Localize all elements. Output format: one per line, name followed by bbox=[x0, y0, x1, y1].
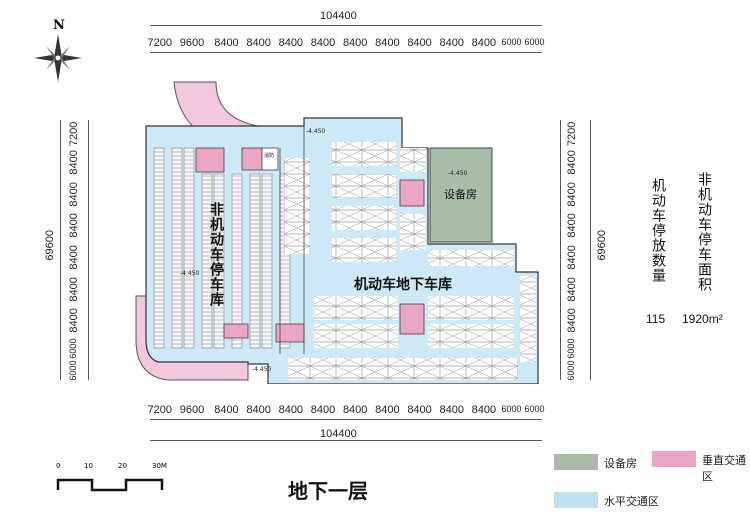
left-total-dimension: 69600 bbox=[44, 230, 56, 261]
dimension-span-label: 6000 bbox=[68, 360, 78, 381]
scale-tick-label: 30M bbox=[152, 462, 167, 470]
dimension-span-label: 8400 bbox=[68, 308, 80, 334]
equipment-room-label: 设备房 bbox=[444, 188, 477, 201]
dimension-span-label: 8400 bbox=[566, 213, 578, 239]
legend-label-equipment: 设备房 bbox=[604, 457, 637, 470]
dimension-span-label: 8400 bbox=[214, 404, 239, 416]
dimension-span-label: 8400 bbox=[278, 37, 304, 49]
scale-bar: 0 10 20 30M bbox=[52, 462, 172, 498]
legend-swatch-vertical bbox=[652, 451, 696, 467]
legend-label-vertical: 垂直交通区 bbox=[702, 454, 746, 483]
dimension-span-label: 8400 bbox=[566, 308, 578, 334]
dimension-span-label: 8400 bbox=[407, 37, 432, 49]
dimension-span-label: 8400 bbox=[439, 404, 464, 416]
dimension-span-label: 8400 bbox=[68, 277, 80, 302]
dimension-span-label: 8400 bbox=[566, 182, 578, 207]
dimension-span-label: 8400 bbox=[471, 37, 497, 49]
dimension-span-label: 6000 bbox=[501, 37, 522, 47]
dimension-span-label: 7200 bbox=[147, 37, 173, 49]
dimension-span-label: 6000 bbox=[68, 338, 78, 359]
nonmotor-area-value: 1920m² bbox=[682, 312, 723, 326]
dimension-span-label: 8400 bbox=[68, 150, 80, 176]
elevation-label: -4.450 bbox=[306, 128, 326, 135]
floor-title: 地下一层 bbox=[288, 479, 368, 503]
dimension-span-label: 8400 bbox=[375, 404, 400, 416]
bottom-span-row: 7200 9600 8400 8400 8400 8400 8400 8400 8400 8400… bbox=[146, 404, 546, 418]
top-total-dimension: 104400 bbox=[320, 10, 357, 22]
top-span-line bbox=[150, 52, 542, 53]
dimension-span-label: 8400 bbox=[439, 37, 464, 49]
dimension-span-label: 8400 bbox=[214, 37, 239, 49]
left-span-line bbox=[88, 120, 89, 380]
dimension-span-label: 6000 bbox=[566, 338, 576, 359]
nonmotor-garage-label: 非机动车停车库 bbox=[208, 202, 224, 307]
right-total-dimension: 69600 bbox=[596, 230, 608, 261]
stair-label: 消防 bbox=[264, 153, 275, 159]
bottom-dimension-line bbox=[150, 440, 542, 441]
motor-count-header: 机动车停放数量 bbox=[650, 178, 666, 283]
scale-tick-label: 10 bbox=[84, 462, 93, 470]
dimension-span-label: 9600 bbox=[179, 37, 205, 49]
top-span-row: 7200 9600 8400 8400 8400 8400 8400 8400 8400 8400… bbox=[146, 37, 546, 51]
dimension-span-label: 6000 bbox=[524, 37, 545, 47]
legend-swatch-equipment bbox=[554, 454, 598, 470]
top-dimension-line bbox=[150, 25, 542, 26]
bottom-total-dimension: 104400 bbox=[320, 428, 357, 440]
elevation-label: -4.450 bbox=[448, 170, 468, 177]
dimension-span-label: 8400 bbox=[566, 150, 578, 176]
north-compass: N bbox=[30, 18, 86, 90]
dimension-span-label: 8400 bbox=[68, 213, 80, 239]
dimension-span-label: 8400 bbox=[310, 37, 336, 49]
dimension-span-label: 8400 bbox=[68, 182, 80, 207]
dimension-span-label: 7200 bbox=[566, 121, 578, 146]
dimension-span-label: 7200 bbox=[68, 121, 80, 146]
dimension-span-label: 8400 bbox=[471, 404, 497, 416]
dimension-span-label: 8400 bbox=[342, 404, 368, 416]
dimension-span-label: 8400 bbox=[246, 37, 271, 49]
legend-label-horizontal: 水平交通区 bbox=[604, 495, 659, 508]
scale-tick-label: 0 bbox=[56, 462, 61, 470]
dimension-span-label: 8400 bbox=[246, 404, 271, 416]
dimension-span-label: 8400 bbox=[310, 404, 336, 416]
bottom-span-line bbox=[150, 419, 542, 420]
dimension-span-label: 6000 bbox=[566, 360, 576, 381]
elevation-label: -4.450 bbox=[252, 366, 272, 373]
left-dimension-line bbox=[60, 120, 61, 380]
floor-plan: -4.450 -4.450 -4.450 -4.450 消防 非机动车停车库 机… bbox=[128, 78, 548, 385]
right-dimension-line bbox=[590, 120, 591, 380]
dimension-span-label: 6000 bbox=[524, 404, 545, 414]
nonmotor-area-header: 非机动车停车面积 bbox=[696, 172, 712, 292]
legend-swatch-horizontal bbox=[554, 492, 598, 508]
dimension-span-label: 8400 bbox=[407, 404, 432, 416]
right-span-line bbox=[560, 120, 561, 380]
dimension-span-label: 7200 bbox=[147, 404, 173, 416]
north-label: N bbox=[53, 18, 65, 33]
dimension-span-label: 8400 bbox=[342, 37, 368, 49]
dimension-span-label: 8400 bbox=[278, 404, 304, 416]
motor-garage-label: 机动车地下车库 bbox=[354, 277, 452, 293]
dimension-span-label: 8400 bbox=[68, 245, 80, 270]
dimension-span-label: 6000 bbox=[501, 404, 522, 414]
dimension-span-label: 8400 bbox=[375, 37, 400, 49]
dimension-span-label: 8400 bbox=[566, 277, 578, 302]
dimension-span-label: 9600 bbox=[179, 404, 205, 416]
elevation-label: -4.450 bbox=[180, 270, 200, 277]
motor-count-value: 115 bbox=[646, 312, 666, 326]
scale-tick-label: 20 bbox=[118, 462, 127, 470]
dimension-span-label: 8400 bbox=[566, 245, 578, 270]
